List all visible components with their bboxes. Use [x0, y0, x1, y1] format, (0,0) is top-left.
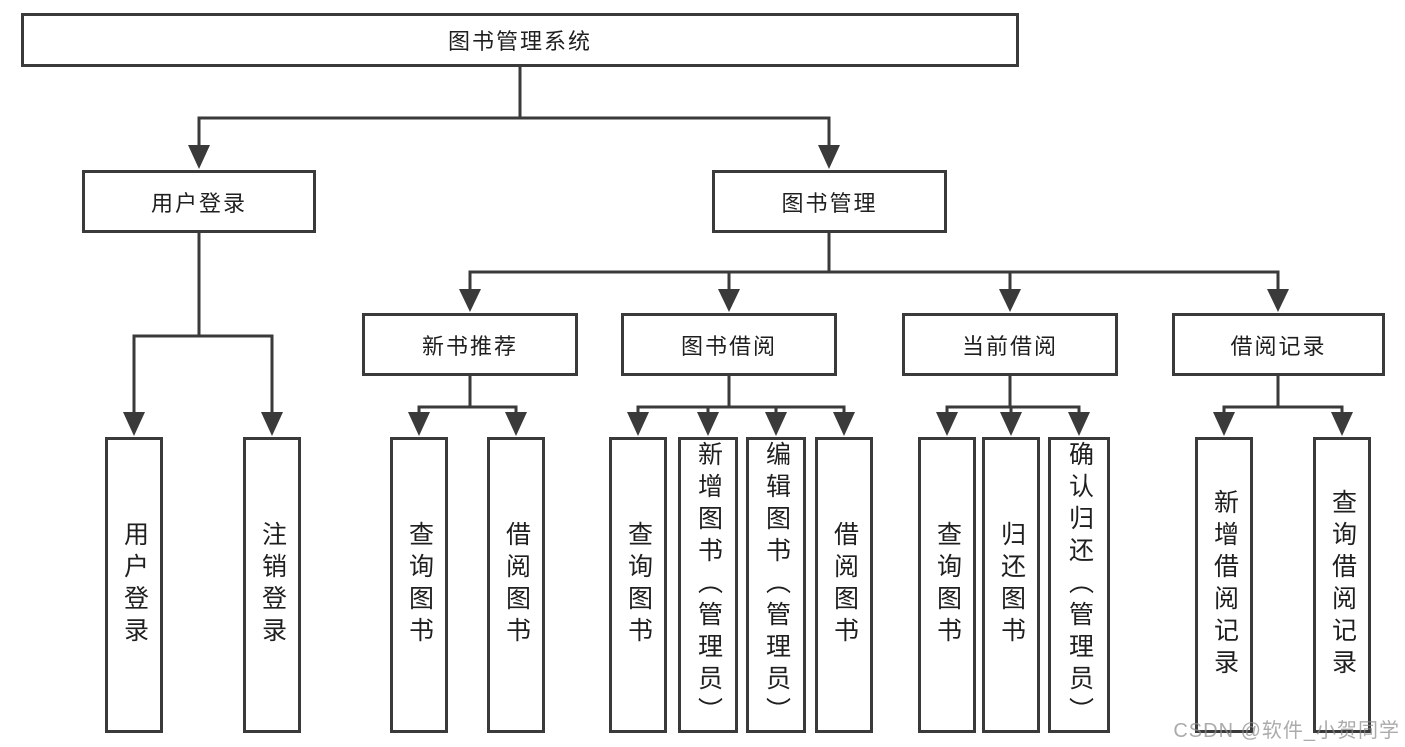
leaf-query-book-borrow: 查询图书: [609, 437, 667, 733]
node-user-login: 用户登录: [82, 170, 316, 233]
node-borrow-records-label: 借阅记录: [1230, 333, 1327, 359]
leaf-add-book-admin-label: 新增图书（管理员）: [694, 441, 723, 729]
leaf-query-book-borrow-label: 查询图书: [624, 521, 653, 649]
node-new-book-recommend: 新书推荐: [362, 313, 578, 376]
node-new-book-recommend-label: 新书推荐: [421, 333, 518, 359]
node-current-borrow: 当前借阅: [902, 313, 1118, 376]
leaf-query-borrow-record-label: 查询借阅记录: [1328, 489, 1357, 681]
leaf-borrow-book-recommend: 借阅图书: [487, 437, 545, 733]
node-book-management-label: 图书管理: [781, 190, 878, 216]
leaf-add-book-admin: 新增图书（管理员）: [678, 437, 738, 733]
leaf-return-book: 归还图书: [982, 437, 1040, 733]
leaf-logout-label: 注销登录: [258, 521, 287, 649]
node-book-borrow: 图书借阅: [621, 313, 837, 376]
leaf-query-book-recommend: 查询图书: [390, 437, 448, 733]
node-book-borrow-label: 图书借阅: [680, 333, 777, 359]
leaf-edit-book-admin-label: 编辑图书（管理员）: [762, 441, 791, 729]
leaf-add-borrow-record: 新增借阅记录: [1195, 437, 1253, 733]
leaf-user-login: 用户登录: [105, 437, 163, 733]
leaf-return-book-label: 归还图书: [997, 521, 1026, 649]
node-root: 图书管理系统: [21, 13, 1019, 67]
leaf-borrow-book-recommend-label: 借阅图书: [502, 521, 531, 649]
leaf-logout: 注销登录: [243, 437, 301, 733]
leaf-user-login-label: 用户登录: [120, 521, 149, 649]
watermark: CSDN @软件_小贺同学: [1173, 720, 1400, 742]
leaf-query-book-recommend-label: 查询图书: [405, 521, 434, 649]
node-root-label: 图书管理系统: [447, 29, 592, 54]
leaf-confirm-return-admin-label: 确认归还（管理员）: [1065, 441, 1094, 729]
leaf-add-borrow-record-label: 新增借阅记录: [1210, 489, 1239, 681]
leaf-query-borrow-record: 查询借阅记录: [1313, 437, 1371, 733]
node-current-borrow-label: 当前借阅: [961, 333, 1058, 359]
leaf-query-book-current-label: 查询图书: [933, 521, 962, 649]
leaf-confirm-return-admin: 确认归还（管理员）: [1048, 437, 1110, 733]
leaf-query-book-current: 查询图书: [918, 437, 976, 733]
leaf-borrow-book-label: 借阅图书: [830, 521, 859, 649]
leaf-borrow-book: 借阅图书: [815, 437, 873, 733]
leaf-edit-book-admin: 编辑图书（管理员）: [746, 437, 806, 733]
node-user-login-label: 用户登录: [150, 190, 247, 216]
node-book-management: 图书管理: [712, 170, 947, 233]
node-borrow-records: 借阅记录: [1172, 313, 1385, 376]
